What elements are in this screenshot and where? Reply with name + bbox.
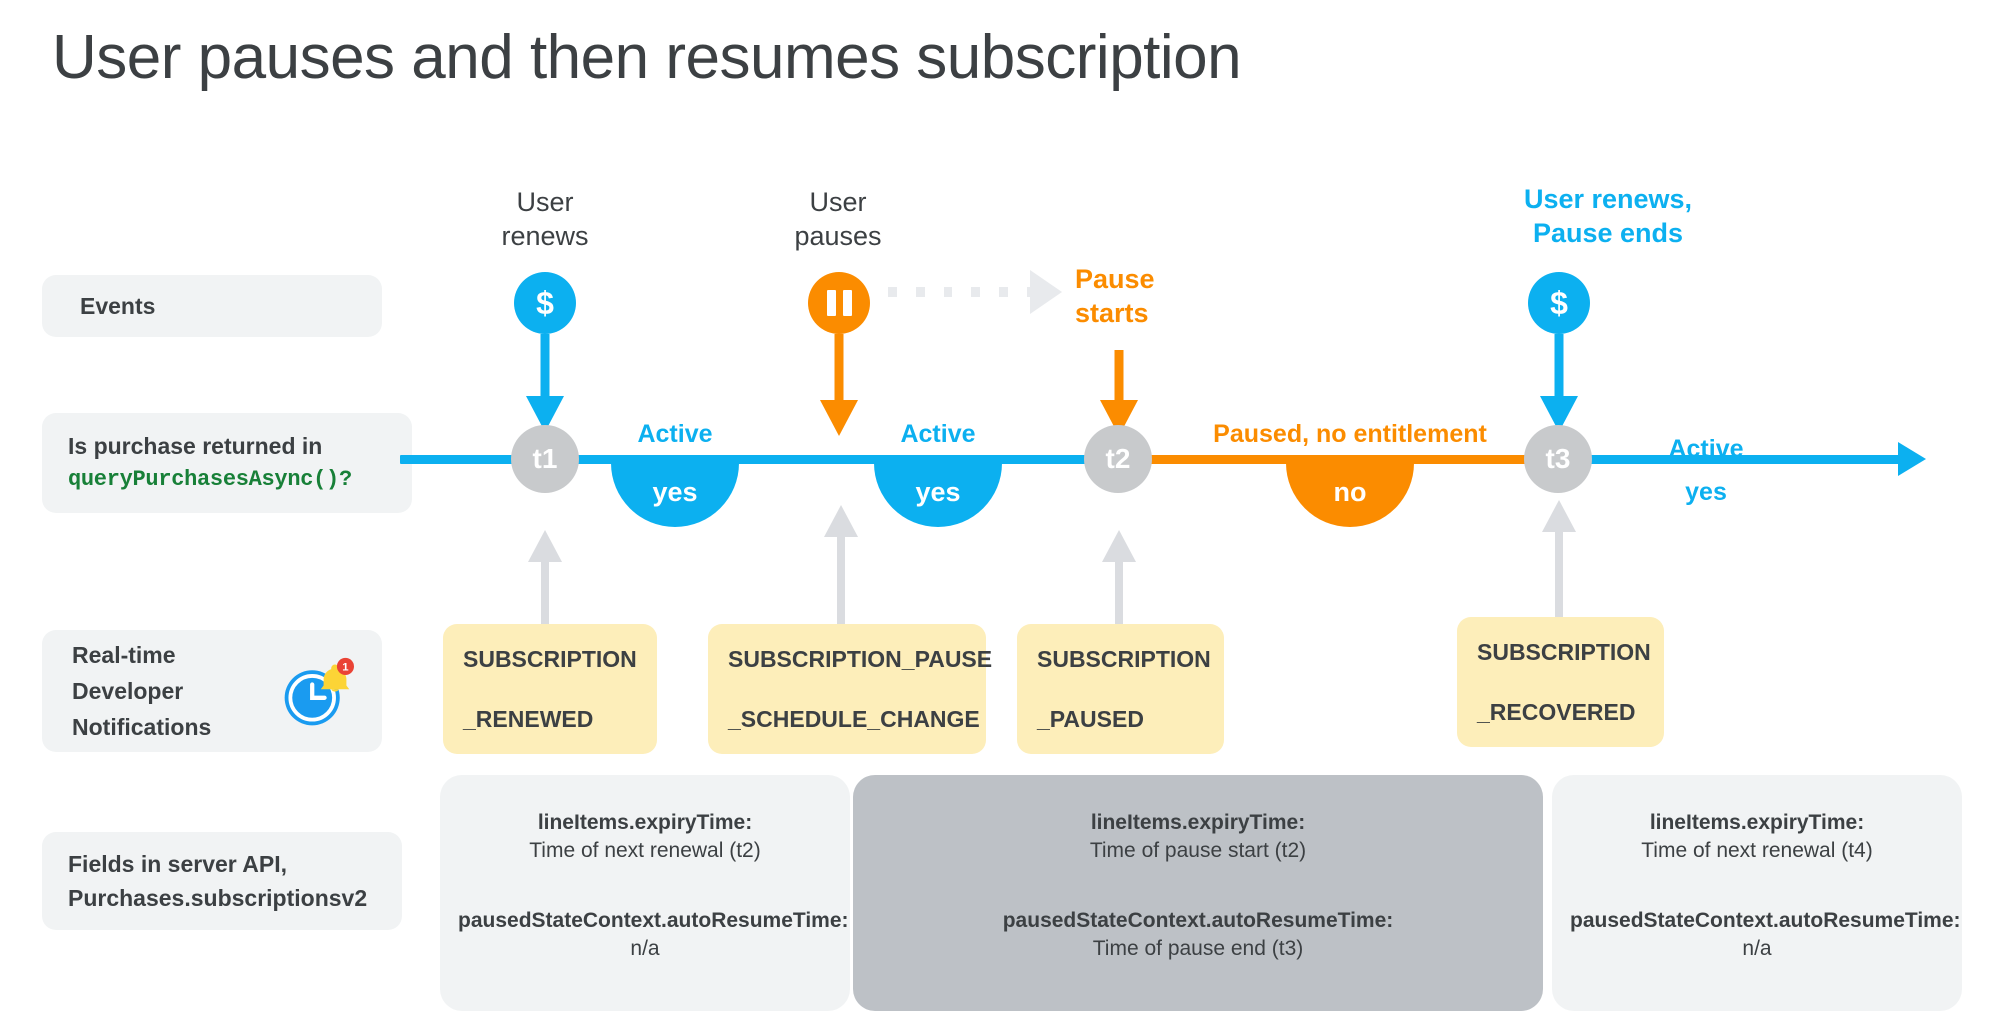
fields-box-t1-key1: lineItems.expiryTime: — [537, 811, 753, 834]
fields-box-t2-val2: Time of pause end (t3) — [1092, 937, 1304, 960]
event-label-pause-starts-line2: starts — [1075, 298, 1149, 328]
rtdn-pause-schedule-line2: _SCHEDULE_CHANGE — [728, 706, 980, 732]
row-label-query-line1: Is purchase returned in — [68, 433, 323, 459]
fields-box-t2[interactable]: lineItems.expiryTime: Time of pause star… — [853, 775, 1543, 1011]
pause-icon — [826, 290, 852, 316]
arrow-down-pause-starts — [1100, 350, 1138, 436]
fields-box-t3-val1: Time of next renewal (t4) — [1641, 839, 1873, 862]
fields-box-t1-val2: n/a — [630, 937, 660, 960]
row-label-query-purchases: Is purchase returned in queryPurchasesAs… — [42, 413, 412, 513]
timeline-node-t1-label: t1 — [532, 443, 558, 474]
arrow-up-subscription-pause-schedule-change — [824, 505, 858, 630]
arrow-up-subscription-renewed — [528, 530, 562, 630]
row-label-fields-line2: Purchases.subscriptionsv2 — [68, 885, 368, 911]
event-label-user-pauses-line2: pauses — [794, 221, 882, 251]
rtdn-badge-count: 1 — [342, 662, 349, 674]
axis-segment-t2-t3 — [1140, 455, 1560, 464]
fields-box-t1[interactable]: lineItems.expiryTime: Time of next renew… — [440, 775, 850, 1011]
dollar-icon: $ — [536, 284, 554, 321]
status-label-active-3: Active — [1668, 435, 1744, 463]
arrow-down-renew-t3 — [1540, 334, 1578, 432]
status-label-active-1: Active — [637, 420, 713, 448]
row-label-rtdn-line2: Developer — [72, 678, 184, 704]
arrow-down-pause-request — [820, 334, 858, 436]
fields-box-t2-key2: pausedStateContext.autoResumeTime: — [1002, 909, 1394, 932]
event-icon-dollar-t1[interactable]: $ — [514, 272, 576, 334]
arrow-up-subscription-recovered — [1542, 500, 1576, 630]
event-label-user-renews-pause-ends: User renews, Pause ends — [1458, 182, 1758, 250]
row-label-rtdn-line3: Notifications — [72, 714, 212, 740]
event-label-renews-pause-ends-line2: Pause ends — [1532, 218, 1684, 248]
dotted-connector-pause-schedule — [888, 287, 1036, 297]
status-label-paused: Paused, no entitlement — [1213, 420, 1487, 448]
fields-box-t3-key2: pausedStateContext.autoResumeTime: — [1570, 909, 1961, 932]
row-label-query-code: queryPurchasesAsync()? — [68, 467, 352, 492]
rtdn-recovered-line1: SUBSCRIPTION — [1477, 639, 1651, 665]
axis-arrowhead-icon — [1898, 442, 1926, 476]
event-label-user-renews: User renews — [455, 185, 635, 253]
arrow-down-renew-t1 — [526, 334, 564, 432]
timeline-node-t3-label: t3 — [1545, 443, 1571, 474]
dotted-connector-arrowhead-icon — [1030, 270, 1062, 314]
event-label-pause-starts-line1: Pause — [1075, 264, 1155, 294]
rtdn-paused-line2: _PAUSED — [1037, 706, 1144, 732]
timeline-node-t1[interactable]: t1 — [511, 425, 579, 493]
event-icon-pause[interactable] — [808, 272, 870, 334]
event-label-renews-pause-ends-line1: User renews, — [1523, 184, 1693, 214]
status-value-yes-3: yes — [1685, 478, 1727, 506]
timeline-node-t3[interactable]: t3 — [1524, 425, 1592, 493]
event-label-user-renews-line2: renews — [501, 221, 589, 251]
fields-box-t2-val1: Time of pause start (t2) — [1089, 839, 1307, 862]
axis-segment-before-t1 — [400, 455, 580, 464]
arrow-up-subscription-paused — [1102, 530, 1136, 630]
row-label-rtdn: Real-time Developer Notifications 1 — [42, 630, 382, 752]
rtdn-paused-line1: SUBSCRIPTION — [1037, 646, 1211, 672]
rtdn-pause-schedule-line1: SUBSCRIPTION_PAUSE — [728, 646, 993, 672]
status-label-active-2: Active — [900, 420, 976, 448]
fields-box-t3-key1: lineItems.expiryTime: — [1649, 811, 1865, 834]
row-label-events-text: Events — [80, 292, 156, 319]
row-label-server-api-fields: Fields in server API, Purchases.subscrip… — [42, 832, 402, 930]
fields-box-t3[interactable]: lineItems.expiryTime: Time of next renew… — [1552, 775, 1962, 1011]
row-label-fields-line1: Fields in server API, — [68, 851, 288, 877]
dollar-icon: $ — [1550, 284, 1568, 321]
row-label-events: Events — [42, 275, 382, 337]
timeline-node-t2[interactable]: t2 — [1084, 425, 1152, 493]
fields-box-t1-val1: Time of next renewal (t2) — [529, 839, 761, 862]
event-label-user-pauses: User pauses — [748, 185, 928, 253]
row-label-rtdn-line1: Real-time — [72, 642, 176, 668]
status-bubble-yes-1: yes — [611, 463, 739, 527]
status-bubble-no: no — [1286, 463, 1414, 527]
fields-box-t1-key2: pausedStateContext.autoResumeTime: — [458, 909, 849, 932]
clock-bell-notification-icon: 1 — [284, 657, 354, 726]
rtdn-box-subscription-pause-schedule-change[interactable]: SUBSCRIPTION_PAUSE _SCHEDULE_CHANGE — [708, 624, 992, 754]
axis-segment-t1-t2 — [570, 455, 1140, 464]
axis-segment-after-t3 — [1555, 455, 1900, 464]
fields-box-t2-key1: lineItems.expiryTime: — [1090, 811, 1306, 834]
rtdn-box-subscription-paused[interactable]: SUBSCRIPTION _PAUSED — [1017, 624, 1224, 754]
event-label-pause-starts: Pause starts — [1075, 262, 1235, 330]
fields-box-t3-val2: n/a — [1742, 937, 1772, 960]
timeline-node-t2-label: t2 — [1105, 443, 1131, 474]
rtdn-renewed-line1: SUBSCRIPTION — [463, 646, 637, 672]
rtdn-recovered-line2: _RECOVERED — [1477, 699, 1636, 725]
page-title: User pauses and then resumes subscriptio… — [52, 23, 1242, 92]
event-label-user-pauses-line1: User — [809, 187, 867, 217]
event-icon-dollar-t3[interactable]: $ — [1528, 272, 1590, 334]
rtdn-box-subscription-recovered[interactable]: SUBSCRIPTION _RECOVERED — [1457, 617, 1664, 747]
status-bubble-yes-2: yes — [874, 463, 1002, 527]
rtdn-box-subscription-renewed[interactable]: SUBSCRIPTION _RENEWED — [443, 624, 657, 754]
event-label-user-renews-line1: User — [516, 187, 574, 217]
rtdn-renewed-line2: _RENEWED — [463, 706, 594, 732]
